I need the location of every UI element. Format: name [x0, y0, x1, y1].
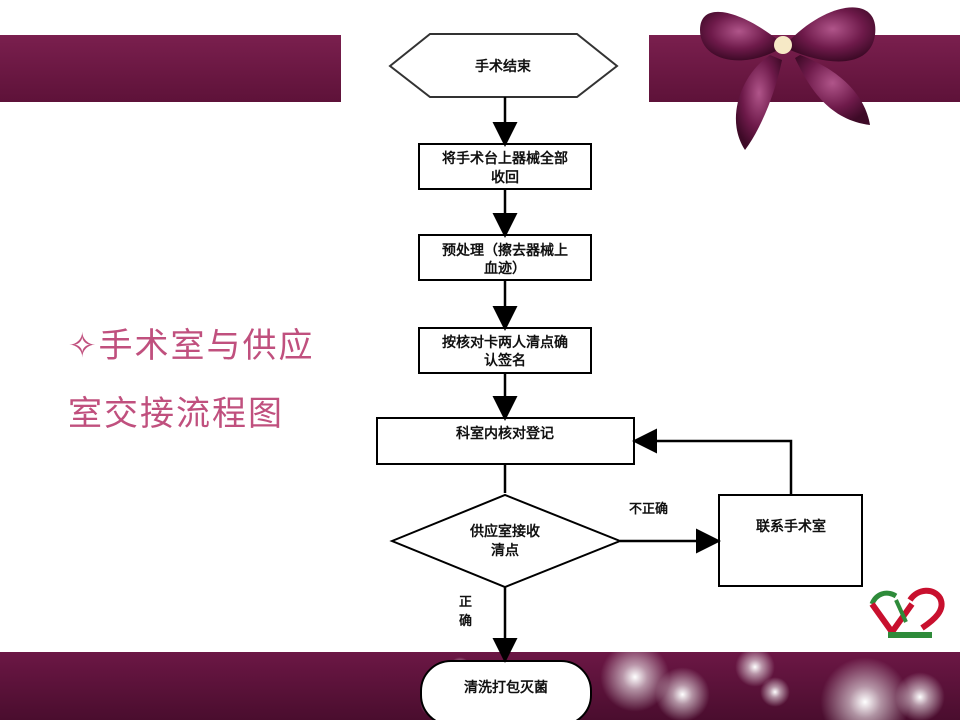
end-node: 清洗打包灭菌	[420, 660, 592, 720]
decision-label-1: 供应室接收	[469, 523, 541, 540]
bottom-sparkle-band	[0, 652, 960, 720]
step-collect-instruments: 将手术台上器械全部 收回	[418, 143, 592, 190]
edge-label-correct-1: 正	[459, 595, 472, 610]
page-title-line-2: 室交接流程图	[68, 394, 284, 434]
step-pretreatment: 预处理（擦去器械上 血迹）	[418, 234, 592, 281]
edge-label-correct-2: 确	[459, 613, 472, 629]
step-pretreatment-label-1: 预处理（擦去器械上	[442, 242, 568, 259]
step-register-label: 科室内核对登记	[456, 425, 554, 442]
decision-supply-check: 供应室接收 清点	[389, 493, 623, 589]
edge-label-incorrect: 不正确	[629, 501, 668, 517]
edge-contact-register	[632, 428, 793, 495]
step-count-sign: 按核对卡两人清点确 认签名	[418, 327, 592, 374]
hospital-logo-icon	[869, 587, 945, 638]
step-count-sign-label-2: 认签名	[484, 352, 526, 369]
step-collect-label-2: 收回	[491, 169, 519, 186]
step-contact-or: 联系手术室	[718, 494, 863, 587]
page-title-line-1: ✧手术室与供应	[68, 326, 315, 366]
contact-label: 联系手术室	[756, 518, 826, 535]
step-register: 科室内核对登记	[376, 417, 635, 465]
start-node: 手术结束	[388, 33, 619, 98]
start-node-label: 手术结束	[475, 58, 532, 75]
end-node-label: 清洗打包灭菌	[464, 679, 548, 696]
decision-label-2: 清点	[491, 542, 519, 559]
step-collect-label-1: 将手术台上器械全部	[442, 150, 568, 167]
step-count-sign-label-1: 按核对卡两人清点确	[442, 334, 568, 351]
step-pretreatment-label-2: 血迹）	[484, 260, 526, 277]
